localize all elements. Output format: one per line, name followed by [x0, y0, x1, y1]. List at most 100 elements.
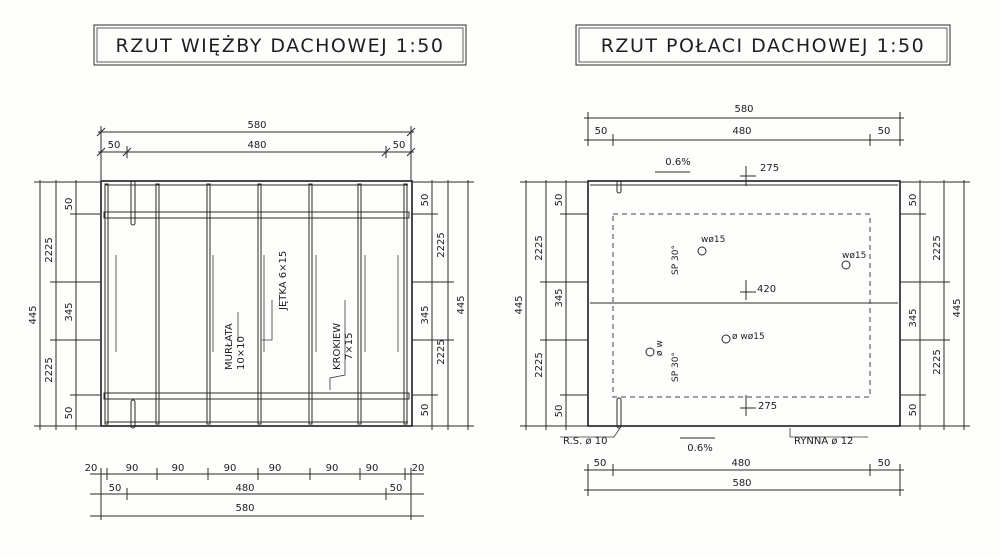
left-dims-top: 580 50 480 50 — [96, 120, 416, 180]
left-plan: RZUT WIĘŻBY DACHOWEJ 1:50 — [28, 24, 474, 520]
dim-left-bottom-side-left: 50 — [109, 483, 122, 494]
left-dims-right: 50 2225 345 2225 50 445 — [412, 180, 474, 430]
dim-left-right-upper: 2225 — [436, 232, 447, 257]
dim-left-right-bottom-wall: 50 — [420, 404, 431, 417]
left-title: RZUT WIĘŻBY DACHOWEJ 1:50 — [116, 34, 445, 57]
label-rynna: RYNNA ø 12 — [794, 436, 853, 447]
leader-krokiew — [329, 300, 346, 390]
dim-left-top-middle: 480 — [247, 140, 266, 151]
dim-left-right-top-wall: 50 — [420, 194, 431, 207]
dim-left-bottom-spacing: 90 — [366, 463, 379, 474]
label-krokiew: KROKIEW — [332, 323, 343, 370]
dim-right-left-middle: 345 — [554, 288, 565, 307]
dim-left-left-top-wall: 50 — [64, 198, 75, 211]
dim-right-top-total: 580 — [734, 104, 753, 115]
vent-c: ø wø15 — [732, 332, 765, 342]
wall-plate-top — [103, 211, 410, 219]
dim-right-right-lower: 2225 — [932, 349, 943, 374]
rafter — [206, 183, 211, 425]
collar-ties — [115, 255, 399, 352]
vent-icon — [697, 246, 707, 256]
rafter — [308, 183, 313, 425]
dim-left-left-total: 445 — [28, 305, 39, 324]
dim-left-bottom-side-right: 50 — [390, 483, 403, 494]
dim-left-bottom-total: 580 — [235, 503, 254, 514]
right-roof-outline — [587, 180, 901, 427]
level-top: 275 — [760, 163, 779, 174]
dim-right-left-total: 445 — [514, 295, 525, 314]
vent-icon — [645, 347, 655, 357]
dim-right-right-total: 445 — [952, 298, 963, 317]
right-dims-top: 580 50 480 50 — [584, 104, 904, 146]
dim-left-bottom-spacing: 90 — [224, 463, 237, 474]
dim-right-top-side-left: 50 — [595, 126, 608, 137]
dim-left-bottom-spacing: 20 — [85, 463, 98, 474]
dim-right-top-middle: 480 — [732, 126, 751, 137]
label-rs: R.S. ø 10 — [563, 436, 608, 447]
slope-label-upper: SP 30° — [671, 245, 681, 275]
left-title-inner-frame — [96, 27, 464, 63]
dim-left-bottom-spacing: 90 — [326, 463, 339, 474]
right-dims-bottom: 50 480 50 580 — [584, 458, 904, 496]
dim-right-right-bottom-wall: 50 — [908, 404, 919, 417]
leader-rynna — [789, 428, 868, 438]
rafters — [104, 183, 408, 425]
dim-right-left-upper: 2225 — [534, 235, 545, 260]
right-dims-left: 445 50 2225 345 2225 50 — [514, 180, 588, 430]
vent-a: wø15 — [701, 235, 725, 245]
dim-right-left-bottom-wall: 50 — [554, 405, 565, 418]
rafter — [403, 183, 408, 425]
slope-top: 0.6% — [665, 157, 690, 168]
slope-bottom: 0.6% — [687, 443, 712, 454]
rafter — [155, 183, 160, 425]
downpipe-top — [616, 180, 622, 194]
dim-right-bottom-side-left: 50 — [594, 458, 607, 469]
dim-right-bottom-total: 580 — [732, 478, 751, 489]
left-title-frame — [93, 24, 467, 66]
rafter — [104, 183, 109, 425]
rafter — [357, 183, 362, 425]
dim-right-left-top-wall: 50 — [554, 194, 565, 207]
dim-left-bottom-middle: 480 — [235, 483, 254, 494]
wall-plate-bottom — [103, 392, 410, 400]
dim-left-right-total: 445 — [456, 295, 467, 314]
dim-right-bottom-side-right: 50 — [878, 458, 891, 469]
dim-left-left-bottom-wall: 50 — [64, 407, 75, 420]
dim-left-left-middle: 345 — [64, 302, 75, 321]
rafter — [257, 183, 262, 425]
right-dims-right: 50 2225 345 2225 50 445 — [900, 180, 970, 430]
downpipe-bottom — [616, 397, 622, 429]
left-dims-left: 445 50 2225 345 2225 50 — [28, 180, 100, 430]
slope-label-lower: SP 30° — [671, 352, 681, 382]
label-murlata-size: 10×10 — [236, 336, 247, 370]
dim-left-bottom-spacing: 20 — [412, 463, 425, 474]
right-title-frame — [575, 24, 951, 66]
vent-d: ø w — [655, 340, 665, 356]
dim-left-bottom-spacing: 90 — [172, 463, 185, 474]
right-title-inner-frame — [578, 27, 948, 63]
dim-left-right-middle: 345 — [420, 305, 431, 324]
dim-left-bottom-spacing: 90 — [126, 463, 139, 474]
dim-left-top-total: 580 — [247, 120, 266, 131]
vent-icon — [721, 334, 731, 344]
dim-right-bottom-middle: 480 — [731, 458, 750, 469]
leader-rs — [560, 427, 621, 438]
level-mid: 420 — [757, 284, 776, 295]
dim-right-right-middle: 345 — [908, 308, 919, 327]
vent-b: wø15 — [842, 251, 866, 261]
dim-left-left-lower: 2225 — [44, 357, 55, 382]
dim-left-right-lower: 2225 — [436, 339, 447, 364]
vent-icon — [841, 260, 851, 270]
dim-left-top-side-left: 50 — [108, 140, 121, 151]
left-plan-outline — [100, 180, 413, 427]
right-plan: RZUT POŁACI DACHOWEJ 1:50 0.6% 0.6% 275 … — [514, 24, 970, 496]
label-murlata: MURŁATA — [224, 323, 235, 370]
right-title: RZUT POŁACI DACHOWEJ 1:50 — [601, 35, 926, 57]
level-marks — [740, 166, 756, 416]
dim-right-right-top-wall: 50 — [908, 194, 919, 207]
level-bottom: 275 — [758, 401, 777, 412]
label-jetka: JĘTKA 6×15 — [278, 251, 289, 311]
left-dims-bottom: 20 90 90 90 90 90 90 20 50 480 50 580 — [85, 463, 425, 520]
